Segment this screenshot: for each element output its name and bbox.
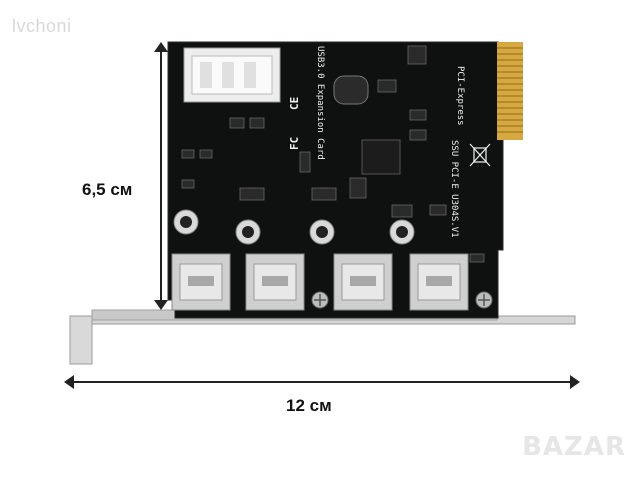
mounting-screws: [311, 291, 493, 309]
weee-bin-icon: [469, 143, 491, 167]
height-dimension-label: 6,5 см: [82, 180, 133, 199]
label-expansion-card: USB3.0 Expansion Card: [315, 46, 325, 160]
crystal-oscillator: [333, 75, 369, 105]
usb-ports: [171, 253, 469, 311]
width-arrow-left: [64, 375, 74, 389]
usb-port-4: [409, 253, 469, 311]
label-ce: CE: [288, 97, 301, 110]
power-connector: [183, 47, 281, 103]
watermark-text: lvchoni: [12, 16, 72, 36]
pci-express-connector: [497, 42, 523, 140]
capacitors: [173, 209, 415, 245]
width-dimension-line: [70, 381, 576, 383]
smd-components: [181, 45, 485, 263]
width-arrow-right: [570, 375, 580, 389]
label-fc: FC: [288, 137, 301, 150]
label-pci-express: PCI-Express: [455, 66, 465, 126]
width-dimension-label: 12 см: [286, 396, 332, 415]
usb-port-1: [171, 253, 231, 311]
bazar-logo: BAZAR: [522, 432, 626, 462]
height-arrow-bottom: [154, 300, 168, 310]
usb-port-2: [245, 253, 305, 311]
usb-port-3: [333, 253, 393, 311]
height-arrow-top: [154, 42, 168, 52]
height-dimension-line: [160, 48, 162, 306]
controller-chip: [361, 139, 401, 175]
label-model: SSU PCI-E U304S.V1: [449, 140, 459, 238]
